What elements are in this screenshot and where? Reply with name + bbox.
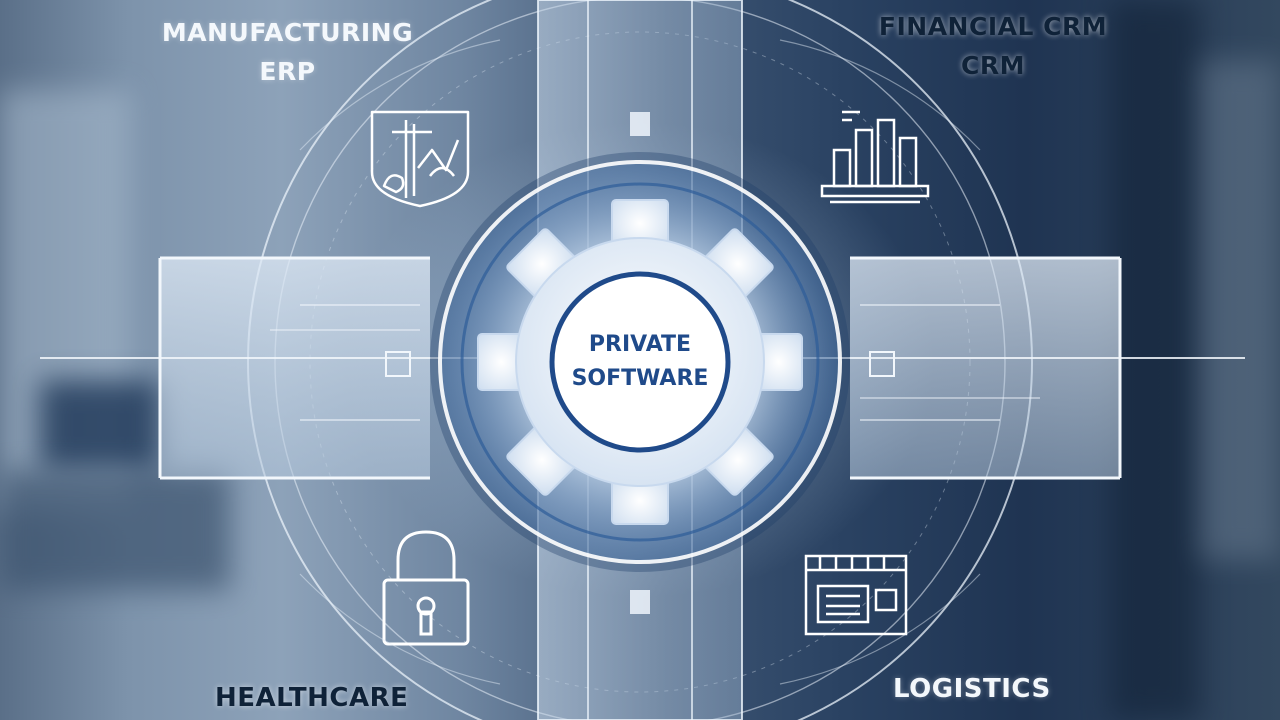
decorative-arcs <box>299 39 981 685</box>
financial-label-line2: CRM <box>961 51 1025 80</box>
gear-icon <box>477 199 803 525</box>
background-pillar-right <box>1110 0 1200 720</box>
center-title-line1: PRIVATE <box>588 332 692 357</box>
background-desk <box>0 470 230 590</box>
padlock-icon <box>382 530 470 646</box>
center-title: PRIVATE SOFTWARE <box>540 328 740 396</box>
horizontal-bar <box>40 256 1245 480</box>
manufacturing-label-line1: MANUFACTURING <box>161 18 414 47</box>
factory-shield-icon <box>370 110 470 208</box>
healthcare-label: HEALTHCARE <box>215 683 409 713</box>
background-chair <box>40 380 160 470</box>
financial-label: FINANCIAL CRM CRM <box>868 12 1118 80</box>
financial-label-line1: FINANCIAL CRM <box>878 12 1108 41</box>
center-title-line2: SOFTWARE <box>571 366 709 392</box>
manufacturing-label: MANUFACTURING ERP <box>150 18 425 86</box>
bar-chart-icon <box>820 110 930 204</box>
logistics-label: LOGISTICS <box>893 674 1051 704</box>
manufacturing-label-line2: ERP <box>259 57 316 86</box>
warehouse-icon <box>804 554 908 636</box>
background-wall-right <box>1200 60 1280 560</box>
